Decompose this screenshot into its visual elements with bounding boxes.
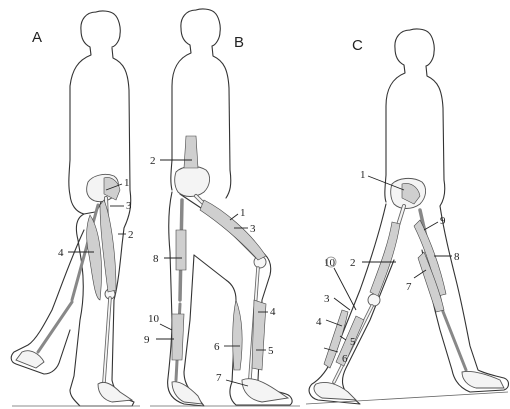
panel-c-front-foot-bones: [314, 382, 356, 400]
panel-c-front-leg-outline: [309, 204, 394, 404]
panel-b-muscle-back-shin: [172, 314, 184, 360]
panel-a: A 1 3 2 4: [11, 11, 140, 406]
panel-a-tibia-inner: [104, 298, 110, 382]
panel-b-callout-10: 10: [148, 313, 172, 330]
panel-b-muscle-calf: [233, 300, 242, 370]
panel-b-front-foot-bones: [242, 379, 288, 402]
panel-b-back-leg-outline: [168, 192, 204, 406]
panel-b-callout-4-label: 4: [270, 306, 276, 318]
panel-b-callout-7-label: 7: [216, 372, 222, 384]
panel-b-callout-8-label: 8: [153, 253, 159, 265]
panel-c-muscle-front-thigh: [370, 222, 400, 296]
panel-c: C 1 9 8: [306, 29, 509, 404]
panel-a-muscle-thigh-front: [100, 200, 116, 292]
panel-c-callout-6-label: 6: [342, 353, 348, 365]
panel-b-callout-1-label: 1: [240, 207, 246, 219]
panel-a-callout-3: 3: [110, 200, 132, 212]
panel-a-muscle-hamstring: [87, 215, 102, 300]
panel-c-callout-10-label: 10: [324, 257, 336, 269]
panel-b-callout-6-label: 6: [214, 341, 220, 353]
panel-c-callout-1-label: 1: [360, 169, 366, 181]
panel-c-callout-9-label: 9: [440, 215, 446, 227]
panel-b-callout-5-label: 5: [268, 345, 274, 357]
panel-b-muscle-thigh: [200, 200, 266, 260]
panel-c-callout-4-label: 4: [316, 316, 322, 328]
panel-a-foot-bones: [98, 382, 132, 402]
panel-c-callout-8: 8: [434, 251, 460, 263]
panel-b-callout-9: 9: [144, 334, 174, 346]
panel-c-callout-5-label: 5: [350, 336, 356, 348]
panel-c-callout-9: 9: [424, 215, 446, 230]
panel-c-back-foot-bones: [462, 371, 504, 388]
panel-c-callout-3: 3: [324, 293, 350, 310]
panel-a-letter: A: [32, 29, 42, 46]
panel-a-callout-2: 2: [118, 229, 134, 241]
panel-b-callout-1: 1: [230, 207, 246, 220]
panel-b-pelvis: [175, 166, 210, 196]
panel-b-callout-2-label: 2: [150, 155, 156, 167]
panel-c-callout-3-label: 3: [324, 293, 330, 305]
panel-b-muscle-back-thigh: [176, 230, 186, 270]
panel-b-spine-muscle: [184, 136, 198, 168]
panel-b-muscle-shin: [252, 300, 266, 370]
panel-b-callout-3-label: 3: [250, 223, 256, 235]
panel-b-callout-10-label: 10: [148, 313, 160, 325]
panel-a-callout-1-label: 1: [124, 177, 130, 189]
panel-b-letter: B: [234, 34, 244, 51]
panel-c-letter: C: [352, 37, 363, 54]
panel-b: B 2 1 3: [144, 9, 300, 406]
panel-b-callout-9-label: 9: [144, 334, 150, 346]
panel-a-callout-2-label: 2: [128, 229, 134, 241]
panel-a-callout-3-label: 3: [126, 200, 132, 212]
panel-c-callout-7-label: 7: [406, 281, 412, 293]
panel-c-back-tibia: [440, 304, 466, 370]
panel-c-callout-2-label: 2: [350, 257, 356, 269]
panel-c-callout-8-label: 8: [454, 251, 460, 263]
panel-a-callout-4-label: 4: [58, 247, 64, 259]
